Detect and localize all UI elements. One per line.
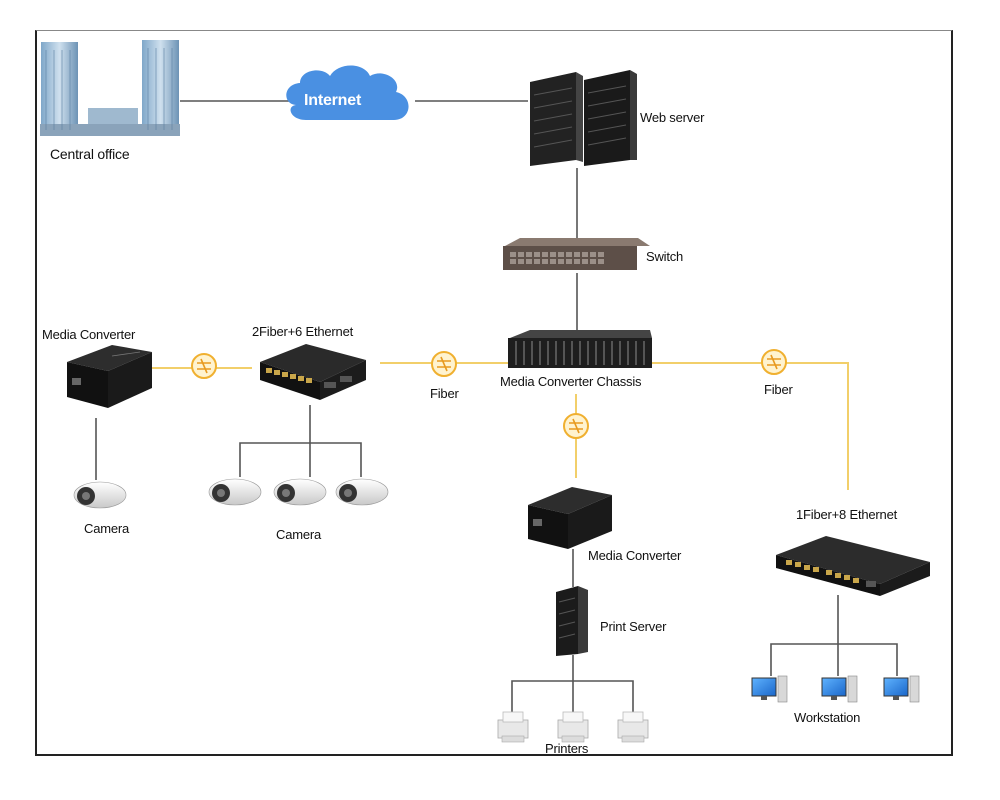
link-printer-bus: [511, 680, 634, 712]
label-fiber-switch-left: 2Fiber+6 Ethernet: [252, 324, 354, 339]
printer-icon: [557, 711, 589, 743]
workstation-icon: [821, 675, 858, 703]
label-media-converter-left: Media Converter: [42, 327, 136, 342]
fiber-chassis-right: [648, 362, 849, 490]
security-camera-icon: [335, 478, 389, 506]
fiber-switch-icon: [776, 536, 930, 596]
security-camera-icon: [273, 478, 327, 506]
workstation-icon: [883, 675, 920, 703]
media-converter-chassis-icon: [508, 330, 652, 368]
office-building-icon: [40, 40, 180, 136]
security-camera-icon: [208, 478, 262, 506]
label-fiber-left: Fiber: [430, 386, 459, 401]
media-converter-icon: [67, 345, 152, 408]
label-printers: Printers: [545, 741, 589, 756]
printer-icon: [497, 711, 529, 743]
copper-links: [95, 100, 898, 712]
link-camera-bus: [239, 442, 362, 477]
fiber-connector-icon: [761, 349, 787, 375]
label-web-server: Web server: [640, 110, 705, 125]
fiber-switch-icon: [260, 344, 366, 400]
label-print-server: Print Server: [600, 619, 667, 634]
workstation-icon: [751, 675, 788, 703]
print-server-icon: [556, 586, 588, 656]
fiber-connector-icon: [431, 351, 457, 377]
label-workstation: Workstation: [794, 710, 861, 725]
diagram-frame: [35, 30, 953, 756]
label-camera-group: Camera: [276, 527, 322, 542]
label-switch: Switch: [646, 249, 684, 264]
label-central-office: Central office: [50, 146, 130, 162]
fiber-connector-icon: [191, 353, 217, 379]
label-internet: Internet: [304, 92, 362, 109]
fiber-connector-icon: [563, 413, 589, 439]
label-camera-single: Camera: [84, 521, 130, 536]
media-converter-icon: [528, 487, 612, 549]
label-fiber-right: Fiber: [764, 382, 793, 397]
network-switch-icon: [503, 238, 650, 270]
label-chassis: Media Converter Chassis: [500, 374, 642, 389]
label-media-converter-bottom: Media Converter: [588, 548, 682, 563]
printer-icon: [617, 711, 649, 743]
cloud-icon: [286, 65, 409, 120]
label-fiber-switch-right: 1Fiber+8 Ethernet: [796, 507, 898, 522]
security-camera-icon: [73, 481, 127, 509]
server-rack-icon: [530, 70, 637, 166]
link-workstation-bus: [770, 643, 898, 676]
